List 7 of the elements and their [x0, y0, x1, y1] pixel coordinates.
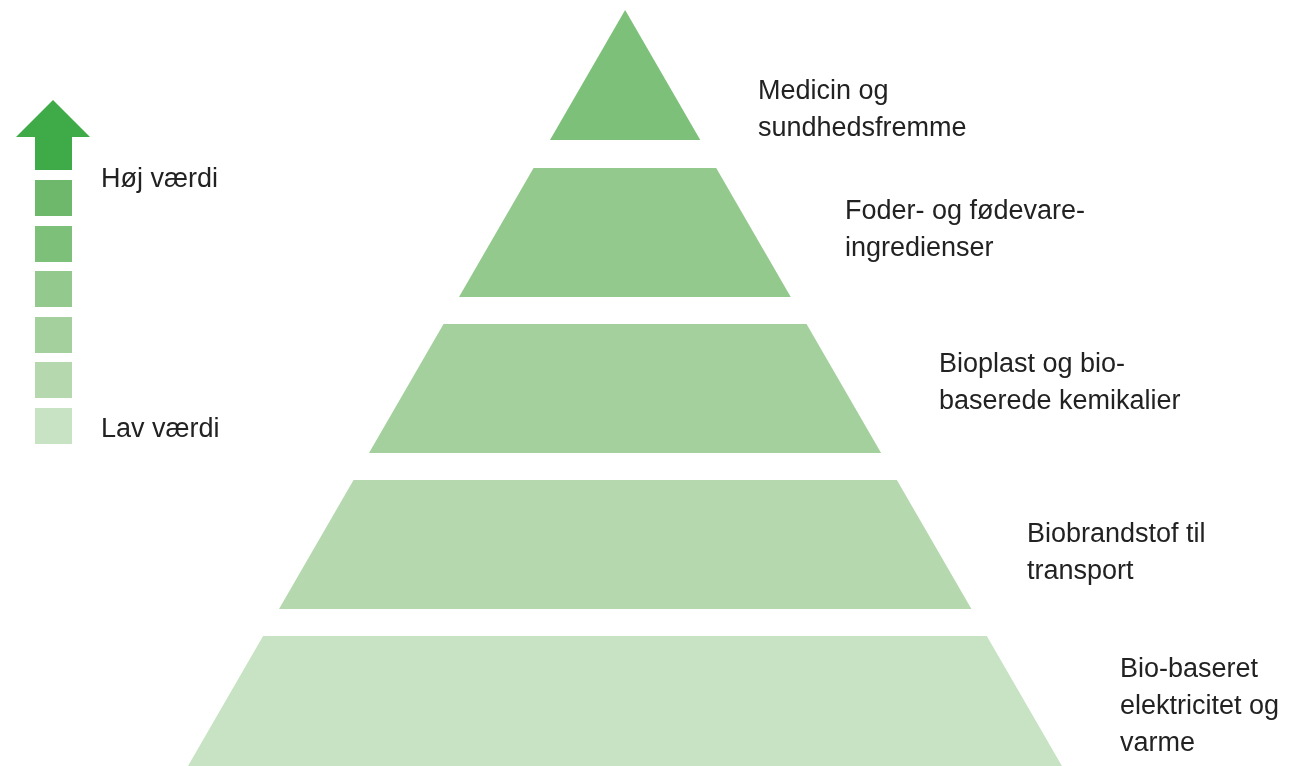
scale-label: Lav værdi: [101, 412, 220, 445]
tier-label: Bio-baseret elektricitet og varme: [1120, 652, 1281, 759]
scale-label: Høj værdi: [101, 162, 218, 195]
tier-label: Foder- og fødevare-ingredienser: [845, 194, 1087, 264]
tier-label: Bioplast og bio-baserede kemikalier: [939, 347, 1182, 417]
tier-label: Medicin og sundhedsfremme: [758, 74, 968, 144]
tier-label: Biobrandstof til transport: [1027, 517, 1207, 587]
